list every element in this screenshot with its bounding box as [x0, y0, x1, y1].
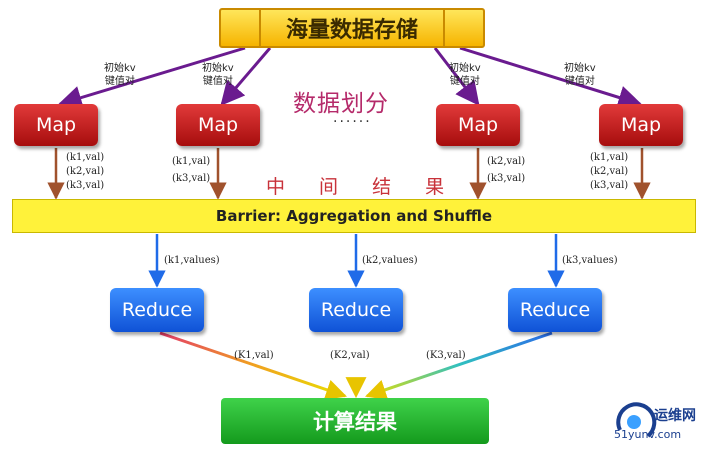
barrier-label: Barrier: Aggregation and Shuffle: [215, 207, 493, 225]
result-box: 计算结果: [221, 398, 489, 444]
reduce-label: Reduce: [320, 299, 392, 321]
edge-storage-map-3: [433, 47, 480, 106]
reduce-output-label-1: (K1,val): [234, 350, 274, 361]
map-outputs-3: (k2,val)(k3,val): [487, 156, 526, 184]
reduce-input-label-1: (k1,values): [164, 255, 220, 266]
storage-divider: [443, 10, 445, 46]
map-box-1: Map: [14, 104, 98, 146]
map-label: Map: [35, 114, 77, 136]
edge-reduce-result-1: [159, 331, 347, 400]
storage-label: 海量数据存储: [285, 18, 418, 43]
map-box-3: Map: [436, 104, 520, 146]
reduce-box-1: Reduce: [110, 288, 204, 332]
map-box-4: Map: [599, 104, 683, 146]
ellipsis-dots: ......: [333, 110, 372, 126]
reduce-output-label-3: (K3,val): [426, 350, 466, 361]
reduce-box-3: Reduce: [508, 288, 602, 332]
reduce-input-label-3: (k3,values): [562, 255, 618, 266]
initial-kv-label-3: 初始kv 键值对: [449, 63, 481, 87]
edge-storage-map-2: [220, 47, 272, 106]
barrier-box: Barrier: Aggregation and Shuffle: [12, 199, 696, 233]
storage-divider: [259, 10, 261, 46]
edge-storage-map-1: [57, 46, 246, 110]
edge-storage-map-4: [459, 46, 643, 110]
reduce-output-label-2: (K2,val): [330, 350, 370, 361]
initial-kv-label-2: 初始kv 键值对: [202, 63, 234, 87]
edge-reduce-result-3: [365, 331, 553, 400]
storage-box: 海量数据存储: [219, 8, 485, 48]
map-label: Map: [620, 114, 662, 136]
partition-label: 数据划分: [293, 91, 389, 117]
map-outputs-1: (k1,val)(k2,val)(k3,val): [66, 152, 105, 191]
map-outputs-2: (k1,val)(k3,val): [172, 156, 211, 184]
map-label: Map: [457, 114, 499, 136]
reduce-label: Reduce: [519, 299, 591, 321]
watermark-logo-icon: [616, 402, 657, 438]
initial-kv-label-4: 初始kv 键值对: [564, 63, 596, 87]
middle-result-label: 中 间 结 果: [266, 176, 459, 198]
map-outputs-4: (k1,val)(k2,val)(k3,val): [590, 152, 629, 191]
reduce-label: Reduce: [121, 299, 193, 321]
reduce-input-label-2: (k2,values): [362, 255, 418, 266]
watermark-text: 运维网: [654, 408, 696, 424]
reduce-box-2: Reduce: [309, 288, 403, 332]
initial-kv-label-1: 初始kv 键值对: [104, 63, 136, 87]
result-label: 计算结果: [313, 410, 397, 434]
map-box-2: Map: [176, 104, 260, 146]
map-label: Map: [197, 114, 239, 136]
watermark-url: 51yunv.com: [614, 428, 682, 441]
